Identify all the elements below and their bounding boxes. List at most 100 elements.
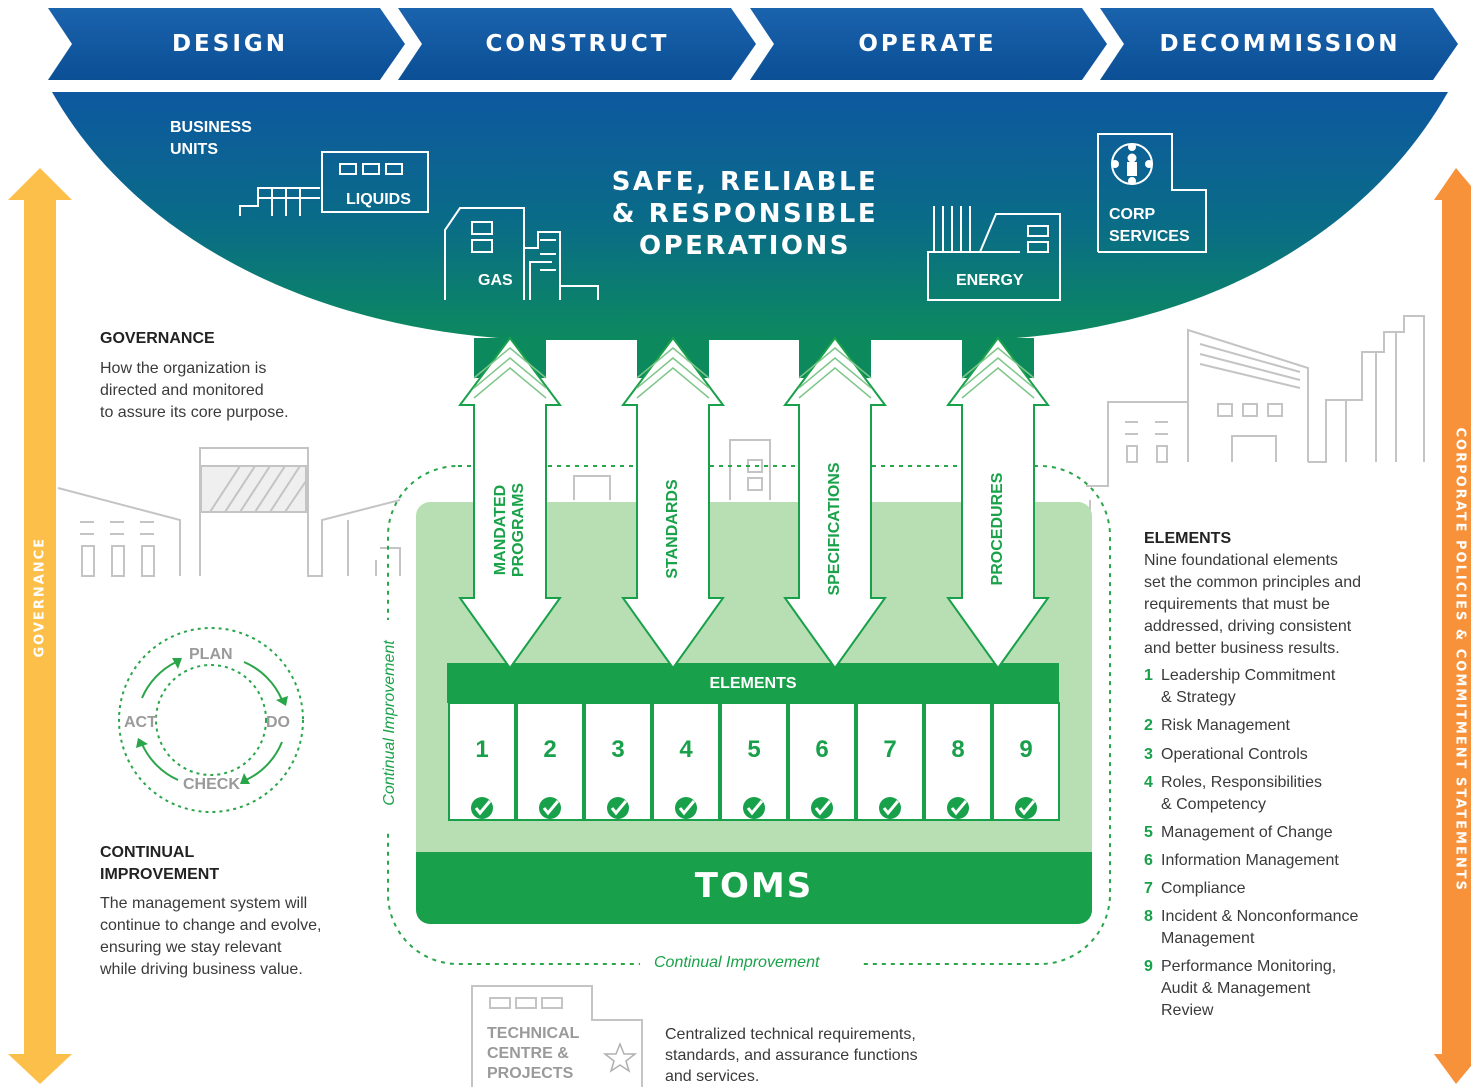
bowl-chevron-stripes xyxy=(474,338,1034,378)
element-item-text: Audit & Management xyxy=(1161,980,1311,997)
governance-side-label: GOVERNANCE xyxy=(32,536,48,658)
element-number: 7 xyxy=(883,736,897,763)
ci-heading-line2: IMPROVEMENT xyxy=(100,866,220,883)
element-number: 2 xyxy=(543,736,557,763)
element-item-number: 8 xyxy=(1144,908,1153,925)
arrow-label-specifications: SPECIFICATIONS xyxy=(826,462,843,596)
tc-line: PROJECTS xyxy=(487,1065,574,1082)
elements-header: ELEMENTS xyxy=(709,675,797,692)
governance-side-arrow xyxy=(8,168,72,1084)
element-item-text: Management of Change xyxy=(1161,824,1333,841)
arrow-label-line: MANDATED xyxy=(492,484,509,576)
check-icon xyxy=(879,797,901,819)
ci-desc-line: continue to change and evolve, xyxy=(100,917,322,934)
elements-intro-line: addressed, driving consistent xyxy=(1144,618,1352,635)
energy-building-icon xyxy=(927,206,1061,301)
arrow-label-procedures: PROCEDURES xyxy=(989,472,1006,586)
continual-improvement-bottom-label: Continual Improvement xyxy=(654,954,820,971)
governance-desc-line: to assure its core purpose. xyxy=(100,404,289,421)
phase-design: DESIGN xyxy=(171,31,289,57)
cycle-do: DO xyxy=(266,714,290,731)
corp-line2: SERVICES xyxy=(1109,228,1190,245)
arrow-label-mandated-programs: MANDATED PROGRAMS xyxy=(492,460,528,600)
arrow-specifications xyxy=(783,336,887,670)
arrow-mandated-programs xyxy=(458,336,562,670)
hero-line2: & RESPONSIBLE xyxy=(611,199,879,229)
cycle-act: ACT xyxy=(124,714,157,731)
arrow-standards xyxy=(621,336,725,670)
cycle-plan: PLAN xyxy=(189,646,233,663)
element-number: 9 xyxy=(1019,736,1033,763)
element-item-text: Management xyxy=(1161,930,1255,947)
element-item-number: 1 xyxy=(1144,667,1153,684)
hero-line1: SAFE, RELIABLE xyxy=(611,167,879,197)
element-item-number: 2 xyxy=(1144,717,1153,734)
elements-intro-line: and better business results. xyxy=(1144,640,1340,657)
elements-intro-line: Nine foundational elements xyxy=(1144,552,1338,569)
governance-desc-line: How the organization is xyxy=(100,360,267,377)
element-item-text: Compliance xyxy=(1161,880,1246,897)
arrow-label-standards: STANDARDS xyxy=(664,479,681,579)
elements-panel-heading: ELEMENTS xyxy=(1144,530,1232,547)
toms-label: TOMS xyxy=(694,866,814,906)
gas-label: GAS xyxy=(478,272,513,289)
ci-heading-line1: CONTINUAL xyxy=(100,844,195,861)
technical-centre-label: TECHNICAL CENTRE & PROJECTS xyxy=(487,1024,579,1084)
phase-chevron-decommission xyxy=(1100,8,1458,80)
element-item-text: & Competency xyxy=(1161,796,1266,813)
element-item-text: Information Management xyxy=(1161,852,1339,869)
business-units-line2: UNITS xyxy=(170,141,218,158)
hero-line3: OPERATIONS xyxy=(638,231,852,261)
elements-panel-intro: Nine foundational elements set the commo… xyxy=(1144,550,1414,660)
element-number: 4 xyxy=(679,736,693,763)
element-item-text: Risk Management xyxy=(1161,717,1290,734)
element-number: 3 xyxy=(611,736,625,763)
gas-building-icon xyxy=(444,207,599,300)
technical-centre-description: Centralized technical requirements, stan… xyxy=(665,1024,965,1087)
element-item-number: 6 xyxy=(1144,852,1153,869)
elements-header-bar xyxy=(447,663,1059,703)
business-units-heading: BUSINESS UNITS xyxy=(170,117,252,161)
phase-operate: OPERATE xyxy=(858,31,997,57)
liquids-label: LIQUIDS xyxy=(346,191,411,208)
tc-desc-line: and services. xyxy=(665,1068,760,1085)
check-icon xyxy=(811,797,833,819)
element-item-number: 5 xyxy=(1144,824,1153,841)
double-arrows xyxy=(458,336,1050,670)
arrow-procedures xyxy=(946,336,1050,670)
governance-description: How the organization is directed and mon… xyxy=(100,358,360,424)
check-icon xyxy=(675,797,697,819)
element-item-text: Roles, Responsibilities xyxy=(1161,774,1322,791)
energy-label: ENERGY xyxy=(956,272,1024,289)
ci-desc-line: ensuring we stay relevant xyxy=(100,939,282,956)
phase-construct: CONSTRUCT xyxy=(485,31,670,57)
background-buildings xyxy=(57,315,1425,577)
element-number: 1 xyxy=(475,736,489,763)
liquids-building-icon xyxy=(239,151,429,216)
ci-desc-line: while driving business value. xyxy=(100,961,303,978)
continual-improvement-heading: CONTINUAL IMPROVEMENT xyxy=(100,842,219,886)
tc-line: TECHNICAL xyxy=(487,1025,580,1042)
check-icon xyxy=(743,797,765,819)
elements-intro-line: requirements that must be xyxy=(1144,596,1330,613)
element-number: 8 xyxy=(951,736,965,763)
cycle-check: CHECK xyxy=(183,776,240,793)
continual-improvement-side-label: Continual Improvement xyxy=(381,640,398,806)
check-icon xyxy=(1015,797,1037,819)
corp-line1: CORP xyxy=(1109,206,1156,223)
phase-chevron-design xyxy=(48,8,405,80)
phase-chevrons xyxy=(48,8,1458,80)
governance-desc-line: directed and monitored xyxy=(100,382,264,399)
corporate-policies-side-label: CORPORATE POLICIES & COMMITMENT STATEMEN… xyxy=(1452,427,1468,892)
element-item-text: Performance Monitoring, xyxy=(1161,958,1337,975)
ci-desc-line: The management system will xyxy=(100,895,308,912)
check-icon xyxy=(607,797,629,819)
element-item-text: Leadership Commitment xyxy=(1161,667,1336,684)
phase-chevron-operate xyxy=(750,8,1107,80)
check-icons xyxy=(471,797,1037,819)
element-item-text: Operational Controls xyxy=(1161,746,1308,763)
element-item-number: 4 xyxy=(1144,774,1153,791)
check-icon xyxy=(471,797,493,819)
check-icon xyxy=(947,797,969,819)
